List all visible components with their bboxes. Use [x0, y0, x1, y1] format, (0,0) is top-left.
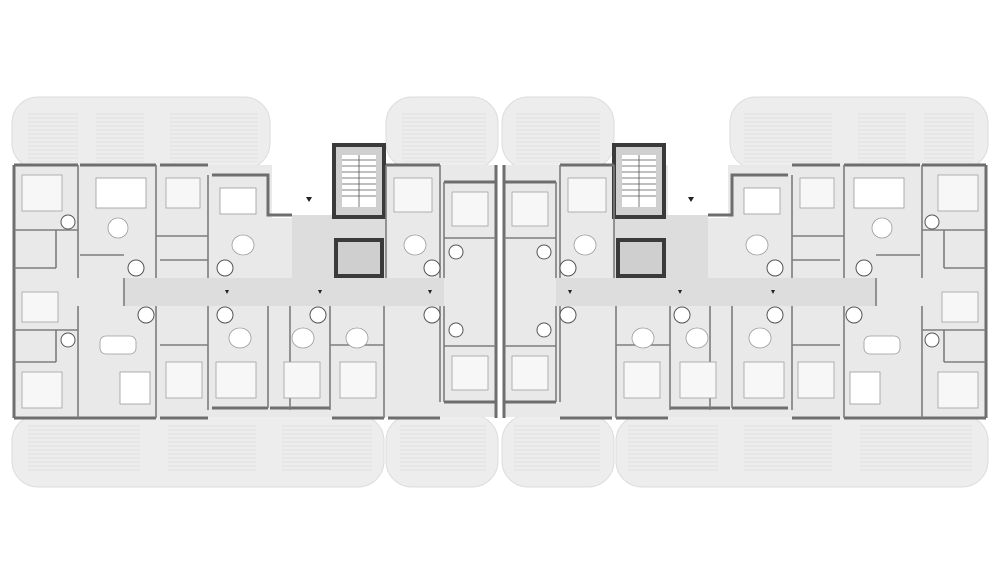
furniture-left: [21, 174, 489, 409]
partitions-left: [14, 165, 496, 418]
partitions-right: [504, 165, 986, 418]
entrance-markers: [225, 197, 775, 294]
stair-core-right: [612, 143, 666, 278]
exterior-walls: [12, 163, 988, 420]
balconies-bottom: [11, 414, 989, 488]
stair-core-left: [332, 143, 386, 278]
balconies-top: [11, 96, 989, 170]
furniture-right: [511, 174, 979, 409]
doors: [60, 214, 940, 348]
